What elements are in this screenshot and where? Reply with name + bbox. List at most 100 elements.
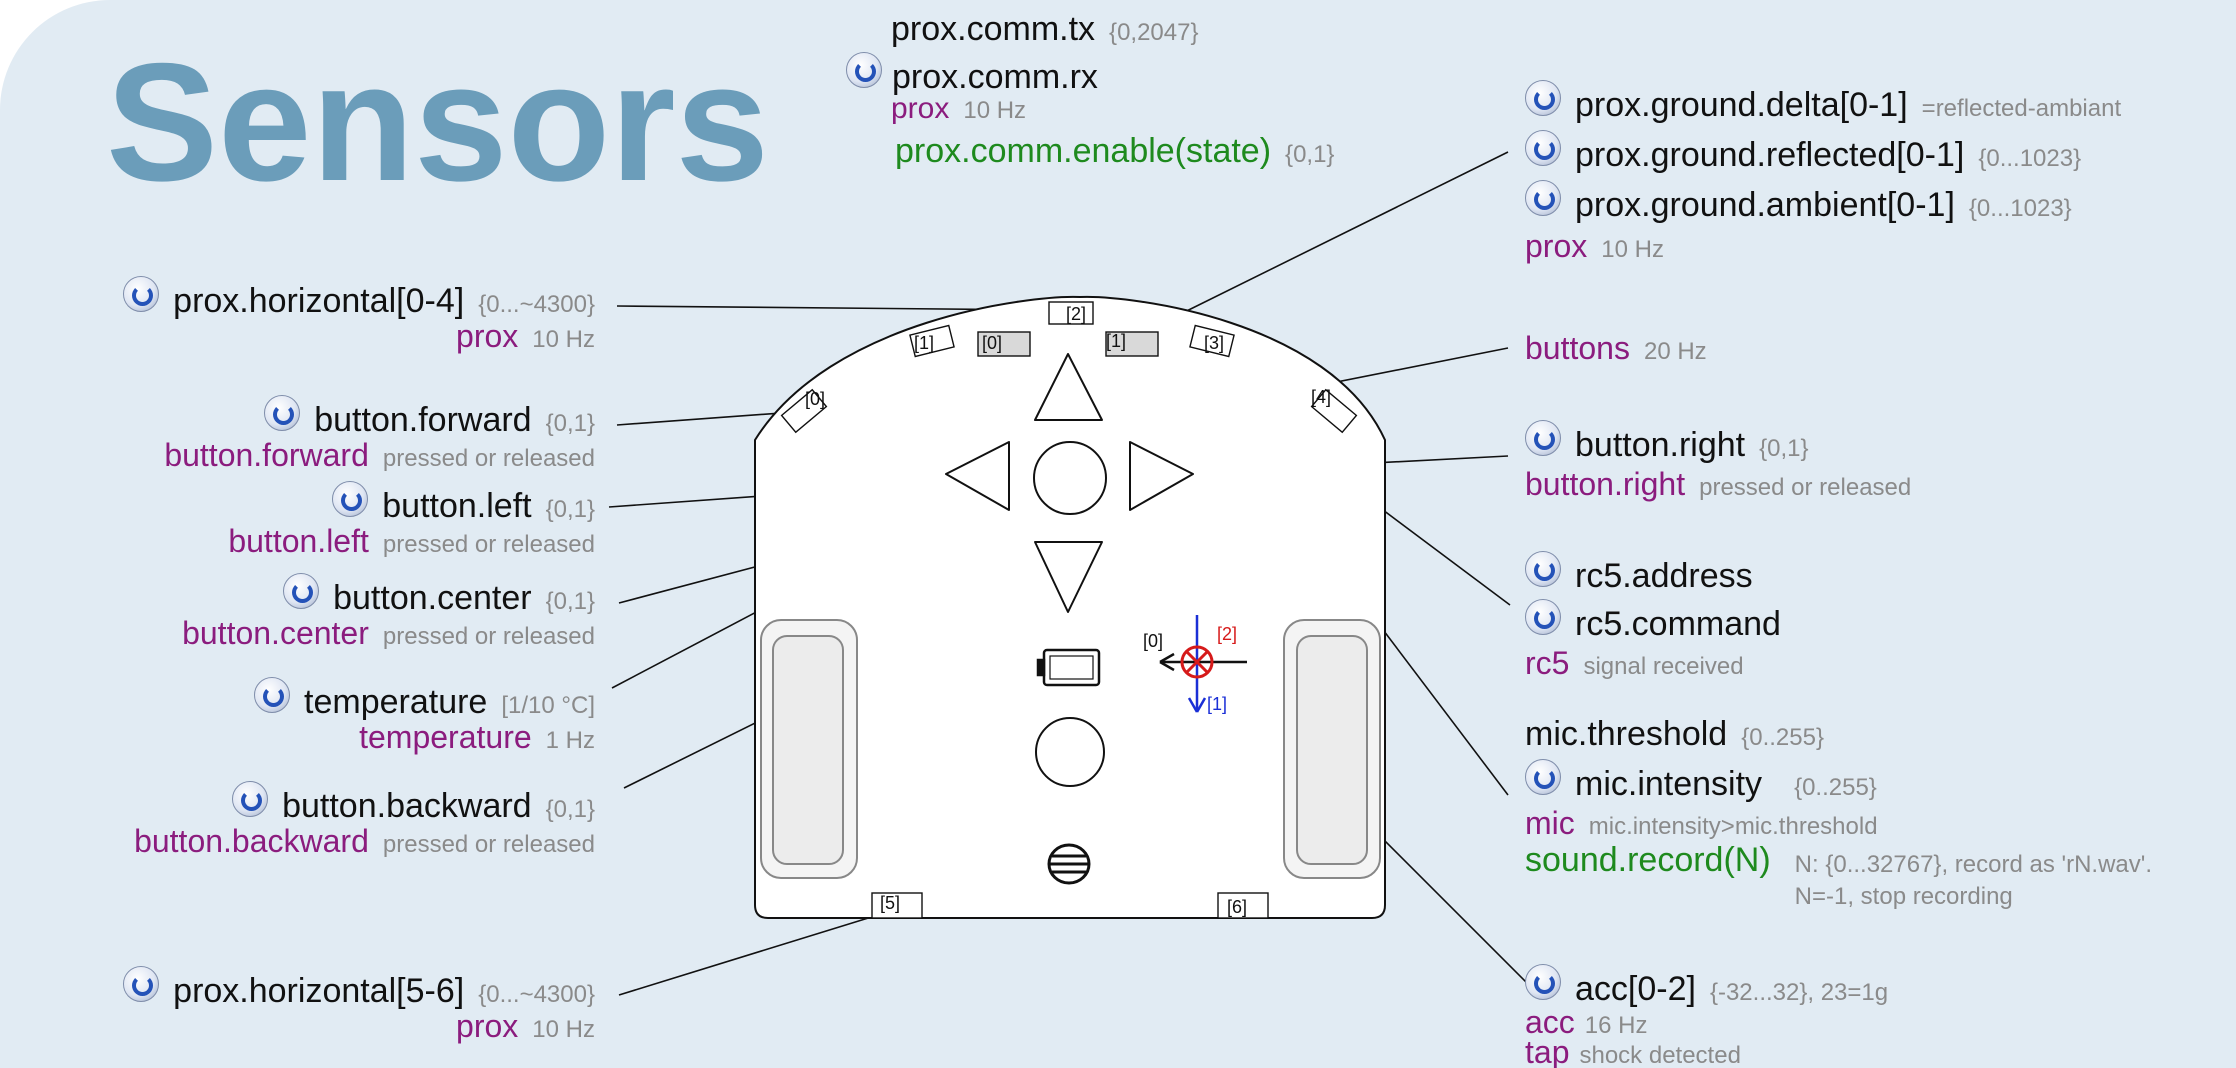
prox-comm-tx-range: {0,2047} <box>1109 19 1199 46</box>
button-right-range: {0,1} <box>1759 435 1809 462</box>
sensor-label-back-left: [5] <box>880 893 901 913</box>
mic-threshold-name: mic.threshold <box>1525 715 1728 753</box>
button-right-name: button.right <box>1575 426 1746 464</box>
mic-event-name: mic <box>1525 805 1575 841</box>
prox-comm-rx-name: prox.comm.rx <box>892 58 1098 96</box>
tap-event-name: tap <box>1525 1034 1570 1068</box>
sound-record-name: sound.record(N) <box>1525 841 1771 879</box>
prox-comm-event-rate: 10 Hz <box>963 97 1027 124</box>
sound-record-desc-1: N: {0...32767}, record as 'rN.wav'. <box>1794 851 2152 878</box>
mic-block: mic.threshold {0..255} mic.intensity {0.… <box>1525 717 2152 914</box>
sensor-window-front-center <box>1048 301 1094 325</box>
button-right-block: button.right {0,1} button.right pressed … <box>1525 420 1911 500</box>
sensor-label-side-left: [0] <box>805 389 826 409</box>
leader-line-rc5 <box>1366 497 1511 606</box>
acc-event-rate: 16 Hz <box>1584 1012 1648 1039</box>
tap-event-desc: shock detected <box>1579 1042 1741 1068</box>
button-center-shape <box>1033 441 1107 515</box>
prox-comm-event-row: prox 10 Hz <box>891 94 1026 124</box>
refresh-icon <box>1525 130 1561 166</box>
refresh-icon <box>283 573 320 609</box>
button-backward-event: button.backward <box>134 823 369 859</box>
button-left-desc: pressed or released <box>382 531 595 558</box>
mic-intensity-range: {0..255} <box>1794 774 1877 801</box>
refresh-icon <box>264 395 301 431</box>
buttons-event-name: buttons <box>1525 330 1630 366</box>
prox-horizontal-56-block: prox.horizontal[5-6] {0...~4300} prox 10… <box>123 966 595 1042</box>
prox-horizontal-04-rate: 10 Hz <box>532 326 595 353</box>
button-center-block: button.center {0,1} button.center presse… <box>182 573 595 649</box>
button-left-block: button.left {0,1} button.left pressed or… <box>228 481 595 557</box>
button-left-shape <box>945 441 1010 511</box>
ground-sensor-left <box>977 331 1031 357</box>
rc5-address-name: rc5.address <box>1575 557 1753 595</box>
leader-line-temperature <box>611 607 765 689</box>
prox-comm-event-name: prox <box>891 92 950 125</box>
ground-sensors-block: prox.ground.delta[0-1] =reflected-ambian… <box>1525 80 2121 262</box>
leader-line-ground <box>1127 151 1509 341</box>
battery-icon <box>1036 648 1101 687</box>
buttons-event-row: buttons 20 Hz <box>1525 332 1707 364</box>
button-left-name: button.left <box>382 487 532 525</box>
refresh-icon <box>1525 420 1561 456</box>
prox-horizontal-04-block: prox.horizontal[0-4] {0...~4300} prox 10… <box>123 276 595 352</box>
ground-reflected-range: {0...1023} <box>1978 145 2082 172</box>
button-forward-range: {0,1} <box>545 410 595 437</box>
mic-threshold-range: {0..255} <box>1741 724 1824 751</box>
right-wheel <box>1283 619 1381 879</box>
ground-reflected-name: prox.ground.reflected[0-1] <box>1575 136 1965 174</box>
prox-comm-enable-row: prox.comm.enable(state) {0,1} <box>895 134 1334 168</box>
button-left-event: button.left <box>228 523 369 559</box>
sensor-label-back-right: [6] <box>1227 897 1248 917</box>
robot-buttons <box>945 353 1194 787</box>
refresh-icon <box>1525 599 1561 635</box>
leader-line-prox-horizontal-back <box>618 914 879 996</box>
temperature-range: [1/10 °C] <box>501 692 595 719</box>
speaker-grille <box>1047 843 1091 885</box>
ground-event-name: prox <box>1525 228 1588 264</box>
button-backward-block: button.backward {0,1} button.backward pr… <box>134 781 595 857</box>
button-center-desc: pressed or released <box>382 623 595 650</box>
acc-event-name: acc <box>1525 1004 1575 1040</box>
button-backward-shape <box>1034 541 1103 613</box>
ground-ambient-name: prox.ground.ambient[0-1] <box>1575 186 1955 224</box>
axis-label-x: [0] <box>1143 631 1164 651</box>
button-center-name: button.center <box>333 579 532 617</box>
microphone-hole <box>1035 717 1105 787</box>
button-backward-desc: pressed or released <box>382 831 595 858</box>
ground-delta-range: =reflected-ambiant <box>1921 95 2122 122</box>
acc-name: acc[0-2] <box>1575 970 1696 1008</box>
refresh-icon <box>1525 551 1561 587</box>
left-wheel <box>760 619 858 879</box>
button-center-range: {0,1} <box>545 588 595 615</box>
refresh-icon <box>332 481 369 517</box>
refresh-icon <box>232 781 269 817</box>
buttons-event-rate: 20 Hz <box>1643 338 1707 365</box>
refresh-icon <box>1525 80 1561 116</box>
sensor-window-side-right <box>1310 388 1358 434</box>
button-right-shape <box>1129 441 1194 511</box>
sensor-label-front-right3: [3] <box>1204 333 1225 353</box>
page-title: Sensors <box>106 28 769 216</box>
ground-sensor-right <box>1105 331 1159 357</box>
rc5-block: rc5.address rc5.command rc5 signal recei… <box>1525 551 1781 679</box>
axis-label-y: [1] <box>1207 694 1228 714</box>
temperature-name: temperature <box>304 683 488 721</box>
button-forward-name: button.forward <box>314 401 532 439</box>
refresh-icon <box>1525 180 1561 216</box>
prox-horizontal-56-event: prox <box>456 1008 519 1044</box>
mic-intensity-name: mic.intensity <box>1575 765 1763 803</box>
temperature-rate: 1 Hz <box>545 727 595 754</box>
sensor-window-front-right <box>1189 324 1235 358</box>
prox-horizontal-04-range: {0...~4300} <box>478 291 595 318</box>
button-backward-range: {0,1} <box>545 796 595 823</box>
prox-comm-enable-name: prox.comm.enable(state) <box>895 132 1272 170</box>
button-forward-block: button.forward {0,1} button.forward pres… <box>164 395 595 471</box>
refresh-icon <box>123 966 160 1002</box>
prox-horizontal-04-event: prox <box>456 318 519 354</box>
rc5-event-desc: signal received <box>1583 653 1744 680</box>
prox-horizontal-56-name: prox.horizontal[5-6] <box>173 972 465 1010</box>
acc-block: acc[0-2] {-32...32}, 23=1g acc 16 Hz tap… <box>1525 964 1888 1068</box>
prox-comm-enable-range: {0,1} <box>1285 141 1335 168</box>
